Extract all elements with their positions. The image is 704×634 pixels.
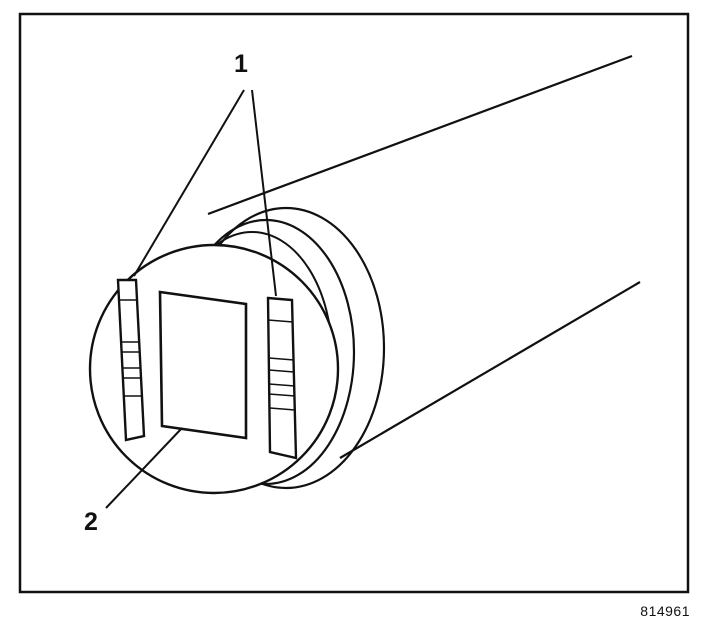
cylinder-bottom-edge xyxy=(339,281,641,459)
figure-frame xyxy=(18,12,690,594)
leader-line-2 xyxy=(105,427,183,509)
left-contact-strip xyxy=(116,278,146,442)
cylinder-top-edge xyxy=(207,54,633,216)
right-contact-strip xyxy=(266,296,298,460)
center-pad xyxy=(158,290,248,440)
figure-number: 814961 xyxy=(640,603,690,619)
callout-label-1: 1 xyxy=(234,50,248,78)
callout-label-2: 2 xyxy=(84,508,98,536)
leader-line-1b xyxy=(251,89,277,297)
leader-line-1a xyxy=(133,89,245,277)
